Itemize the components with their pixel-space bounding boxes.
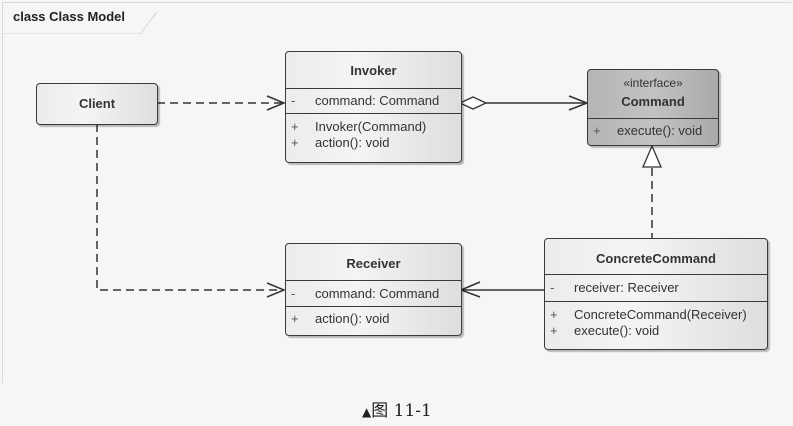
open-arrowhead (266, 282, 286, 298)
realization-concrete-command (642, 144, 662, 240)
class-name: Command (621, 94, 685, 109)
attribute-text: command: Command (315, 93, 440, 108)
class-header: «interface» Command (588, 70, 718, 118)
operation-text: Invoker(Command) (315, 119, 427, 134)
diagram-frame (2, 2, 791, 383)
visibility-marker: + (291, 311, 299, 326)
attributes-section: - command: Command (286, 88, 461, 113)
triangle-marker-icon: ▲ (362, 405, 372, 419)
operation-row: + execute(): void (593, 123, 718, 139)
class-name: Invoker (350, 63, 397, 78)
operation-row: + Invoker(Command) (291, 119, 461, 135)
class-receiver[interactable]: Receiver - command: Command + action(): … (285, 243, 462, 336)
operation-text: action(): void (315, 135, 390, 150)
class-name: Client (78, 96, 116, 111)
operations-section: + Invoker(Command) + action(): void (286, 113, 461, 154)
attributes-section: - receiver: Receiver (545, 274, 767, 301)
caption-text: 图 11-1 (371, 401, 432, 421)
aggregation-diamond (458, 96, 488, 110)
attribute-text: receiver: Receiver (574, 280, 679, 295)
operation-text: execute(): void (617, 123, 703, 138)
operation-text: action(): void (315, 311, 390, 326)
hollow-triangle-arrowhead (642, 144, 662, 168)
operations-section: + ConcreteCommand(Receiver) + execute():… (545, 301, 767, 342)
visibility-marker: - (550, 280, 555, 295)
visibility-marker: + (593, 123, 601, 138)
operations-section: + execute(): void (588, 118, 718, 142)
attribute-row: - command: Command (291, 286, 461, 302)
operation-text: execute(): void (574, 323, 660, 338)
frame-title: class Class Model (13, 9, 125, 24)
class-invoker[interactable]: Invoker - command: Command + Invoker(Com… (285, 51, 462, 163)
class-client[interactable]: Client (36, 83, 158, 125)
association-concrete-receiver (458, 281, 544, 298)
class-name: Receiver (346, 256, 401, 271)
attributes-section: - command: Command (286, 280, 461, 306)
attribute-text: command: Command (315, 286, 440, 301)
operation-row: + action(): void (291, 135, 461, 151)
class-command-interface[interactable]: «interface» Command + execute(): void (587, 69, 719, 146)
visibility-marker: + (550, 323, 558, 338)
operation-row: + action(): void (291, 311, 461, 327)
dependency-client-invoker (157, 95, 286, 111)
attribute-row: - command: Command (291, 93, 461, 109)
figure-caption: ▲图 11-1 (362, 396, 432, 421)
operations-section: + action(): void (286, 306, 461, 330)
visibility-marker: + (550, 307, 558, 322)
aggregation-invoker-command (458, 95, 590, 111)
operation-row: + ConcreteCommand(Receiver) (550, 307, 767, 323)
attribute-row: - receiver: Receiver (550, 280, 767, 296)
open-arrowhead (266, 95, 286, 111)
visibility-marker: - (291, 93, 296, 108)
frame-title-tab (2, 11, 157, 34)
dependency-client-receiver (96, 124, 286, 298)
stereotype-label: «interface» (623, 76, 683, 90)
class-name: ConcreteCommand (596, 251, 716, 266)
visibility-marker: - (291, 286, 296, 301)
class-concrete-command[interactable]: ConcreteCommand - receiver: Receiver + C… (544, 238, 768, 350)
visibility-marker: + (291, 119, 299, 134)
visibility-marker: + (291, 135, 299, 150)
operation-text: ConcreteCommand(Receiver) (574, 307, 747, 322)
operation-row: + execute(): void (550, 323, 767, 339)
